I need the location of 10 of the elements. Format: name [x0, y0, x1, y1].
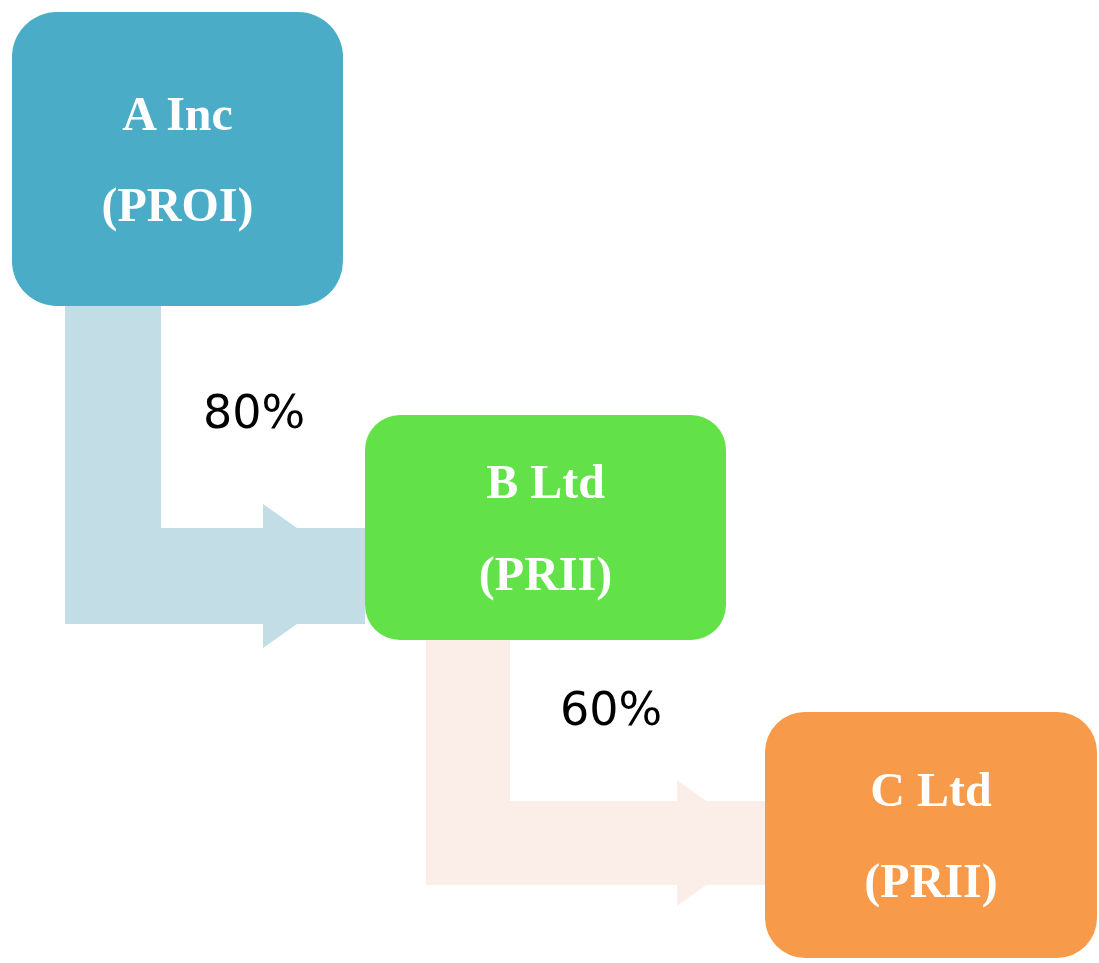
company-box — [765, 712, 1097, 958]
company-label: (PRII) — [478, 545, 613, 602]
company-box — [365, 415, 726, 640]
company-box — [12, 12, 343, 306]
block-arrow — [426, 640, 765, 906]
company-label: (PRII) — [864, 853, 998, 910]
company-label: B Ltd — [486, 454, 605, 511]
company-label: (PROI) — [101, 177, 254, 234]
company-label: C Ltd — [870, 761, 992, 818]
company-label: A Inc — [122, 85, 233, 142]
